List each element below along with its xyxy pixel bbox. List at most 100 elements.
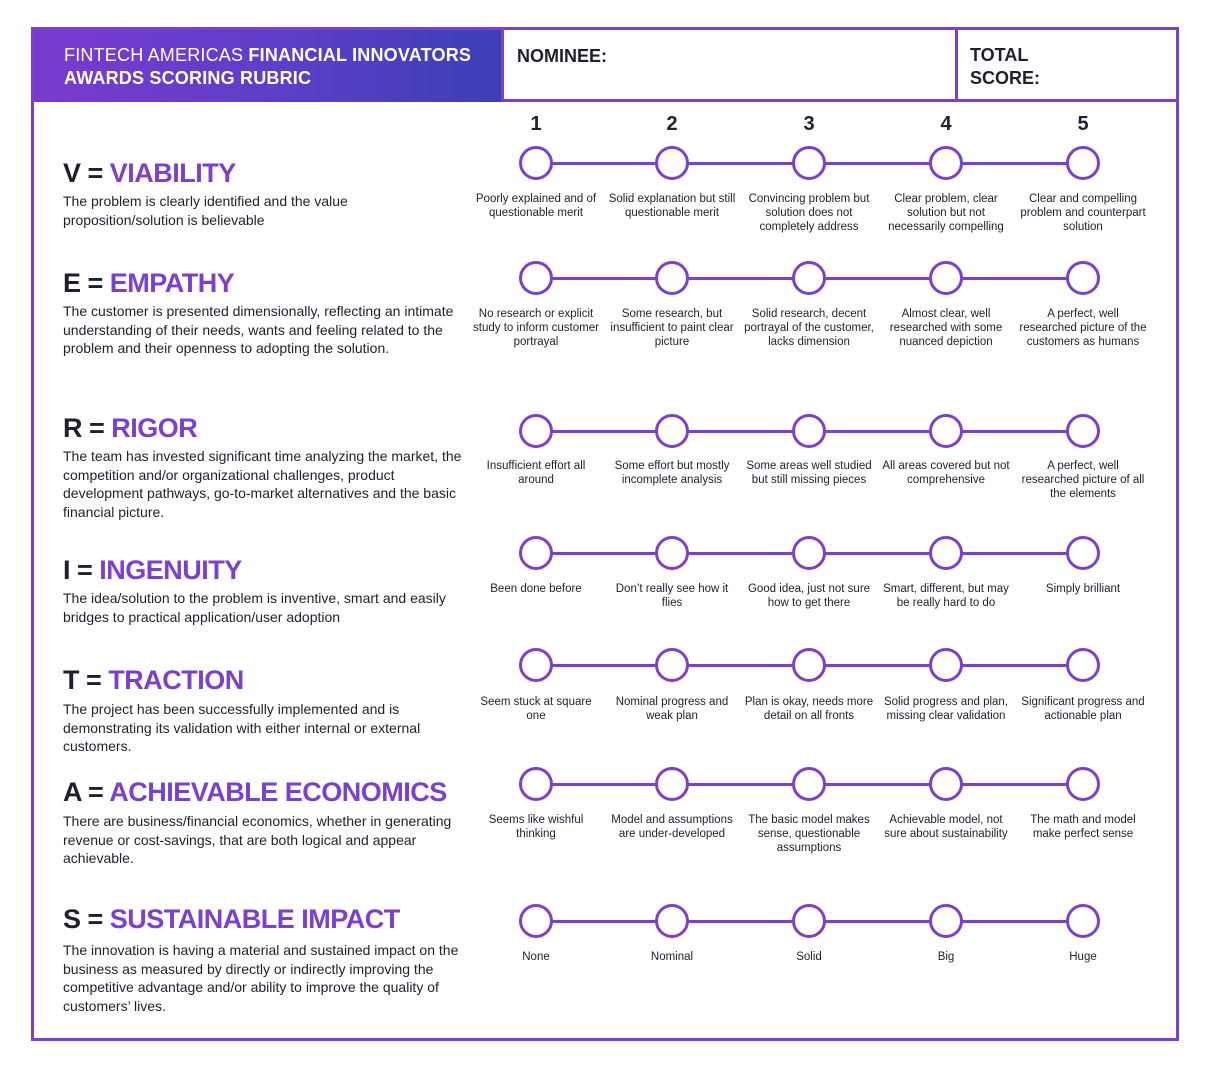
score-option-rigor-1[interactable] <box>519 414 553 448</box>
score-option-viability-4[interactable] <box>929 146 963 180</box>
score-option-empathy-5[interactable] <box>1066 261 1100 295</box>
criterion-description-sustainable-impact: The innovation is having a material and … <box>63 942 459 1014</box>
criterion-name: RIGOR <box>111 413 198 443</box>
score-option-rigor-2[interactable] <box>655 414 689 448</box>
level-description: Simply brilliant <box>1045 583 1121 595</box>
level-description: Some effort but mostly incomplete analys… <box>614 460 730 486</box>
score-option-achievable-economics-1[interactable] <box>519 767 553 801</box>
score-option-ingenuity-5[interactable] <box>1066 536 1100 570</box>
level-description: Seems like wishful thinking <box>488 814 584 840</box>
criterion-title-achievable-economics: A = ACHIEVABLE ECONOMICS <box>63 777 447 808</box>
scale-number-5: 5 <box>1077 113 1089 135</box>
level-description: The basic model makes sense, questionabl… <box>748 814 870 854</box>
criterion-letter: I = <box>63 555 100 585</box>
level-description: Clear problem, clear solution but not ne… <box>888 193 1004 233</box>
score-option-empathy-4[interactable] <box>929 261 963 295</box>
nominee-field[interactable]: NOMINEE: <box>501 30 955 102</box>
score-option-sustainable-impact-3[interactable] <box>792 904 826 938</box>
level-description: Solid progress and plan, missing clear v… <box>883 696 1009 722</box>
total-score-field[interactable]: TOTAL SCORE: <box>955 30 1177 102</box>
score-option-traction-3[interactable] <box>792 648 826 682</box>
score-option-ingenuity-4[interactable] <box>929 536 963 570</box>
criterion-description-ingenuity: The idea/solution to the problem is inve… <box>63 590 446 625</box>
score-option-sustainable-impact-4[interactable] <box>929 904 963 938</box>
level-description: A perfect, well researched picture of al… <box>1021 460 1145 500</box>
level-description: The math and model make perfect sense <box>1030 814 1136 840</box>
score-option-traction-5[interactable] <box>1066 648 1100 682</box>
score-option-rigor-4[interactable] <box>929 414 963 448</box>
total-label-line1: TOTAL <box>970 45 1029 65</box>
level-description: Big <box>937 951 955 963</box>
level-description: Almost clear, well researched with some … <box>889 308 1003 348</box>
level-description: Some research, but insufficient to paint… <box>610 308 734 348</box>
level-description: Nominal progress and weak plan <box>615 696 729 722</box>
title-financial-innovators: FINANCIAL INNOVATORS <box>248 45 472 65</box>
level-description: Plan is okay, needs more detail on all f… <box>744 696 874 722</box>
level-description: Convincing problem but solution does not… <box>748 193 870 233</box>
score-option-viability-5[interactable] <box>1066 146 1100 180</box>
criterion-name: EMPATHY <box>109 268 235 298</box>
level-description: Solid explanation but still questionable… <box>608 193 736 219</box>
criterion-description-viability: The problem is clearly identified and th… <box>63 193 348 228</box>
criterion-title-viability: V = VIABILITY <box>63 158 236 189</box>
title-fintech-americas: FINTECH AMERICAS <box>64 45 244 65</box>
criterion-title-traction: T = TRACTION <box>63 665 244 696</box>
rubric-title: FINTECH AMERICAS FINANCIAL INNOVATORS AW… <box>34 30 501 102</box>
criterion-name: TRACTION <box>108 665 244 695</box>
level-description: A perfect, well researched picture of th… <box>1019 308 1147 348</box>
score-option-viability-1[interactable] <box>519 146 553 180</box>
level-description: Seem stuck at square one <box>480 696 592 722</box>
level-description: Poorly explained and of questionable mer… <box>475 193 597 219</box>
scale-number-2: 2 <box>666 113 678 135</box>
title-awards-scoring-rubric: AWARDS SCORING RUBRIC <box>64 68 312 88</box>
criterion-description-rigor: The team has invested significant time a… <box>63 448 462 520</box>
score-option-sustainable-impact-1[interactable] <box>519 904 553 938</box>
score-option-achievable-economics-5[interactable] <box>1066 767 1100 801</box>
criterion-description-achievable-economics: There are business/financial economics, … <box>63 813 452 866</box>
level-description: Achievable model, not sure about sustain… <box>884 814 1008 840</box>
level-description: Solid <box>796 951 822 963</box>
score-option-sustainable-impact-5[interactable] <box>1066 904 1100 938</box>
score-option-empathy-1[interactable] <box>519 261 553 295</box>
score-option-traction-2[interactable] <box>655 648 689 682</box>
score-option-viability-3[interactable] <box>792 146 826 180</box>
score-option-ingenuity-3[interactable] <box>792 536 826 570</box>
score-option-empathy-3[interactable] <box>792 261 826 295</box>
score-option-achievable-economics-4[interactable] <box>929 767 963 801</box>
criterion-letter: T = <box>63 665 109 695</box>
score-option-rigor-3[interactable] <box>792 414 826 448</box>
level-description: Smart, different, but may be really hard… <box>883 583 1009 609</box>
criterion-letter: R = <box>63 413 112 443</box>
score-option-ingenuity-2[interactable] <box>655 536 689 570</box>
criterion-name: VIABILITY <box>109 158 237 188</box>
level-description: Some areas well studied but still missin… <box>746 460 872 486</box>
criterion-title-rigor: R = RIGOR <box>63 413 198 444</box>
criterion-letter: S = <box>63 904 110 934</box>
score-option-traction-1[interactable] <box>519 648 553 682</box>
criterion-title-empathy: E = EMPATHY <box>63 268 235 299</box>
criterion-name: ACHIEVABLE ECONOMICS <box>109 777 447 807</box>
criterion-title-sustainable-impact: S = SUSTAINABLE IMPACT <box>63 904 400 935</box>
level-description: Significant progress and actionable plan <box>1021 696 1145 722</box>
criterion-letter: E = <box>63 268 110 298</box>
level-description: Good idea, just not sure how to get ther… <box>747 583 871 609</box>
scale-number-4: 4 <box>940 113 952 135</box>
level-description: All areas covered but not comprehensive <box>882 460 1010 486</box>
criterion-letter: V = <box>63 158 110 188</box>
rubric-frame: FINTECH AMERICAS FINANCIAL INNOVATORS AW… <box>31 27 1179 1041</box>
score-option-sustainable-impact-2[interactable] <box>655 904 689 938</box>
scale-number-1: 1 <box>530 113 542 135</box>
score-option-achievable-economics-2[interactable] <box>655 767 689 801</box>
total-label-line2: SCORE: <box>970 68 1041 88</box>
score-option-rigor-5[interactable] <box>1066 414 1100 448</box>
score-option-achievable-economics-3[interactable] <box>792 767 826 801</box>
score-option-viability-2[interactable] <box>655 146 689 180</box>
level-description: Solid research, decent portrayal of the … <box>744 308 874 348</box>
score-option-ingenuity-1[interactable] <box>519 536 553 570</box>
level-description: Model and assumptions are under-develope… <box>611 814 733 840</box>
criterion-description-empathy: The customer is presented dimensionally,… <box>63 303 454 356</box>
criterion-description-traction: The project has been successfully implem… <box>63 701 421 754</box>
criterion-letter: A = <box>63 777 110 807</box>
score-option-empathy-2[interactable] <box>655 261 689 295</box>
score-option-traction-4[interactable] <box>929 648 963 682</box>
